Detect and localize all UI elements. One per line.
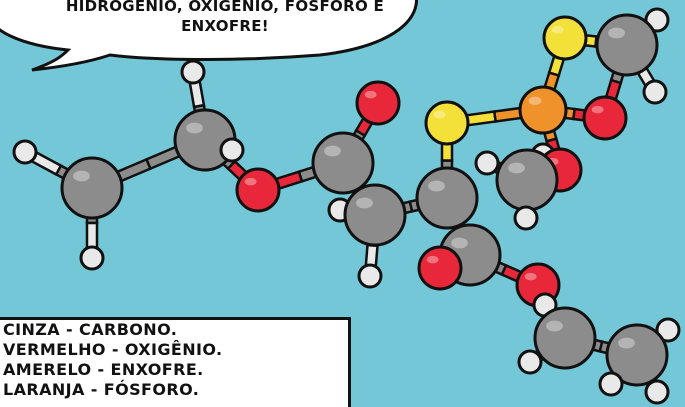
atom-highlight [324, 145, 341, 157]
hydrogen-atom [642, 79, 668, 105]
legend-item-phosphorus: LARANJA - FÓSFORO. [3, 380, 200, 399]
hydrogen-atom [12, 139, 38, 165]
legend-item-sulfur: AMERELO - ENXOFRE. [3, 360, 204, 379]
hydrogen-atom [513, 205, 539, 231]
hydrogen-atom [598, 371, 624, 397]
atom-highlight [524, 272, 537, 281]
atom-highlight [551, 25, 564, 34]
legend-caption-box: CINZA - CARBONO. VERMELHO - OXIGÊNIO. AM… [0, 317, 351, 407]
carbon-atom [495, 148, 559, 212]
hydrogen-atom [517, 349, 543, 375]
phosphorus-atom [518, 85, 568, 135]
hydrogen-atom [474, 150, 500, 176]
oxygen-atom [582, 95, 628, 141]
atom-highlight [608, 27, 625, 39]
speech-bubble-text: HIDROGÊNIO, OXIGÊNIO, FÓSFORO E ENXOFRE! [60, 0, 390, 36]
atoms [12, 7, 681, 405]
legend-item-carbon: CINZA - CARBONO. [3, 320, 178, 339]
carbon-atom [60, 156, 124, 220]
carbon-atom [343, 183, 407, 247]
carbon-atom [605, 323, 669, 387]
oxygen-atom [235, 167, 281, 213]
sulfur-atom [424, 100, 470, 146]
atom-highlight [618, 337, 635, 349]
hydrogen-atom [357, 263, 383, 289]
carbon-atom [415, 166, 479, 230]
hydrogen-atom [655, 317, 681, 343]
oxygen-atom [417, 245, 463, 291]
atom-highlight [364, 90, 377, 99]
speech-line-2: ENXOFRE! [181, 17, 269, 35]
hydrogen-atom [644, 379, 670, 405]
hydrogen-atom [79, 245, 105, 271]
sulfur-atom [542, 15, 588, 61]
hydrogen-atom [219, 137, 245, 163]
atom-highlight [508, 162, 525, 174]
speech-bubble [0, 0, 418, 72]
atom-highlight [244, 177, 257, 186]
legend-item-oxygen: VERMELHO - OXIGÊNIO. [3, 340, 223, 359]
speech-line-1: HIDROGÊNIO, OXIGÊNIO, FÓSFORO E [65, 0, 385, 15]
legend-list: CINZA - CARBONO. VERMELHO - OXIGÊNIO. AM… [3, 320, 223, 400]
atom-highlight [356, 197, 373, 209]
atom-highlight [433, 110, 446, 119]
atom-highlight [591, 105, 604, 114]
carbon-atom [311, 131, 375, 195]
atom-highlight [428, 180, 445, 192]
oxygen-atom [355, 80, 401, 126]
carbon-atom [595, 13, 659, 77]
carbon-atom [533, 306, 597, 370]
atom-highlight [73, 170, 90, 182]
atom-highlight [546, 320, 563, 332]
atom-highlight [528, 96, 542, 105]
hydrogen-atom [180, 59, 206, 85]
atom-highlight [451, 237, 468, 249]
atom-highlight [426, 255, 439, 264]
atom-highlight [186, 122, 203, 134]
